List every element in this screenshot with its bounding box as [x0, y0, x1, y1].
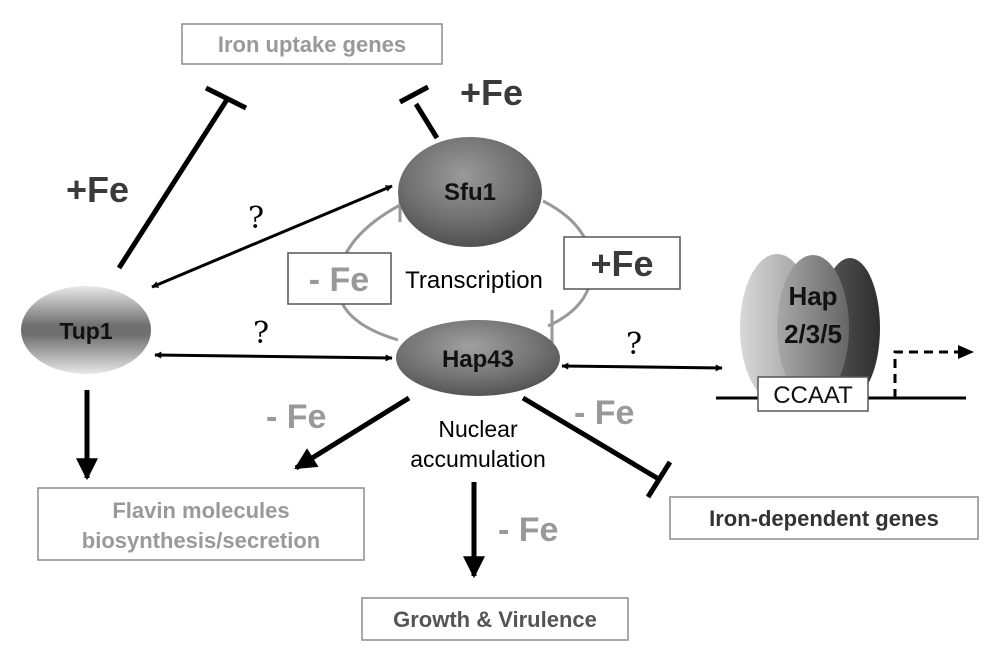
sfu1-node — [398, 137, 542, 247]
flavin-label-line1: Flavin molecules — [112, 498, 289, 523]
accumulation-label: accumulation — [410, 446, 546, 472]
minus-fe-label-growth: - Fe — [498, 511, 558, 549]
transcription-label: Transcription — [405, 267, 543, 294]
flavin-box — [37, 487, 365, 561]
tup1-sfu1-double-arrow — [151, 184, 393, 289]
ccaat-label: CCAAT — [773, 382, 853, 409]
hap43-hap235-double-arrow — [561, 362, 723, 372]
hap43-node — [396, 320, 560, 396]
hap-complex-label-line1: Hap — [788, 281, 837, 311]
iron-uptake-genes-label: Iron uptake genes — [218, 32, 406, 57]
growth-virulence-box — [361, 597, 629, 641]
question-tup1-sfu1: ? — [248, 201, 264, 236]
plus-fe-label-tup1: +Fe — [66, 169, 129, 210]
transcription-start-arrow — [893, 350, 960, 398]
question-tup1-hap43: ? — [253, 316, 269, 351]
sfu1-to-iron-uptake-inhibition — [413, 102, 440, 140]
hap-subunit-2 — [777, 255, 849, 401]
transcription-start-arrowhead — [958, 345, 974, 359]
sfu1-inhibition-bar — [398, 84, 430, 105]
hap43-label: Hap43 — [442, 346, 514, 373]
minus-fe-box — [287, 252, 392, 305]
sfu1-label: Sfu1 — [444, 179, 496, 206]
hap-complex-label-line2: 2/3/5 — [784, 319, 842, 349]
iron-dependent-genes-label: Iron-dependent genes — [709, 506, 939, 531]
tup1-hap43-double-arrow — [154, 351, 393, 362]
minus-fe-label-flavin: - Fe — [266, 398, 326, 436]
iron-uptake-genes-box — [181, 23, 443, 65]
plus-fe-box-label: +Fe — [590, 243, 653, 284]
minus-fe-label-iron-dependent: - Fe — [574, 394, 634, 432]
tup1-to-iron-uptake-inhibition — [116, 96, 231, 270]
iron-dependent-genes-box — [669, 496, 979, 540]
minus-fe-box-label: - Fe — [309, 261, 369, 299]
tup1-label: Tup1 — [59, 318, 112, 344]
growth-virulence-label: Growth & Virulence — [393, 607, 597, 632]
nuclear-label: Nuclear — [438, 416, 518, 442]
ccaat-box — [757, 376, 869, 412]
question-hap43-hap235: ? — [626, 327, 642, 362]
plus-fe-label-sfu1: +Fe — [460, 72, 523, 113]
tup1-inhibition-bar — [204, 85, 248, 111]
hap43-to-iron-dependent-inhibition — [521, 395, 659, 481]
tup1-node — [21, 286, 151, 374]
hap43-to-flavin-arrow — [294, 395, 411, 471]
hap43-inhibition-bar — [645, 460, 673, 499]
plus-fe-box — [563, 236, 681, 290]
flavin-label-line2: biosynthesis/secretion — [82, 528, 320, 553]
